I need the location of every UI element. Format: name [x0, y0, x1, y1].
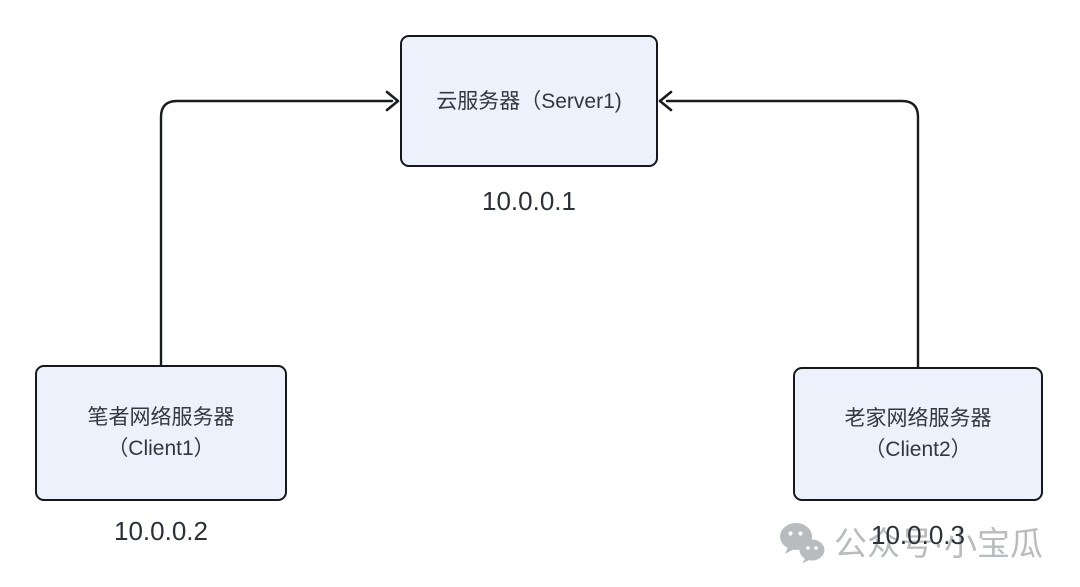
- node-client2-ip: 10.0.0.3: [871, 520, 965, 550]
- node-client2: 老家网络服务器 （Client2）: [793, 367, 1043, 501]
- node-server-ip: 10.0.0.1: [482, 186, 576, 216]
- watermark-text: 公众号·小宝瓜: [834, 524, 1043, 562]
- node-client2-label-line1: 老家网络服务器: [844, 407, 992, 430]
- wechat-icon: [780, 523, 825, 564]
- node-client1: 笔者网络服务器 （Client1）: [35, 365, 287, 501]
- edge-client1-to-server: [159, 99, 394, 367]
- arrowhead-right-icon: [385, 90, 400, 112]
- watermark: 公众号·小宝瓜: [778, 521, 1043, 565]
- edge-client2-to-server: [665, 99, 920, 369]
- node-client1-label-line1: 笔者网络服务器: [87, 406, 235, 429]
- node-client1-ip: 10.0.0.2: [114, 516, 208, 546]
- node-server-label: 云服务器（Server1): [436, 89, 622, 113]
- arrowhead-left-icon: [658, 90, 673, 112]
- node-server: 云服务器（Server1): [400, 35, 658, 167]
- node-client1-label-line2: （Client1）: [107, 437, 215, 460]
- node-client2-label-line2: （Client2）: [864, 438, 972, 461]
